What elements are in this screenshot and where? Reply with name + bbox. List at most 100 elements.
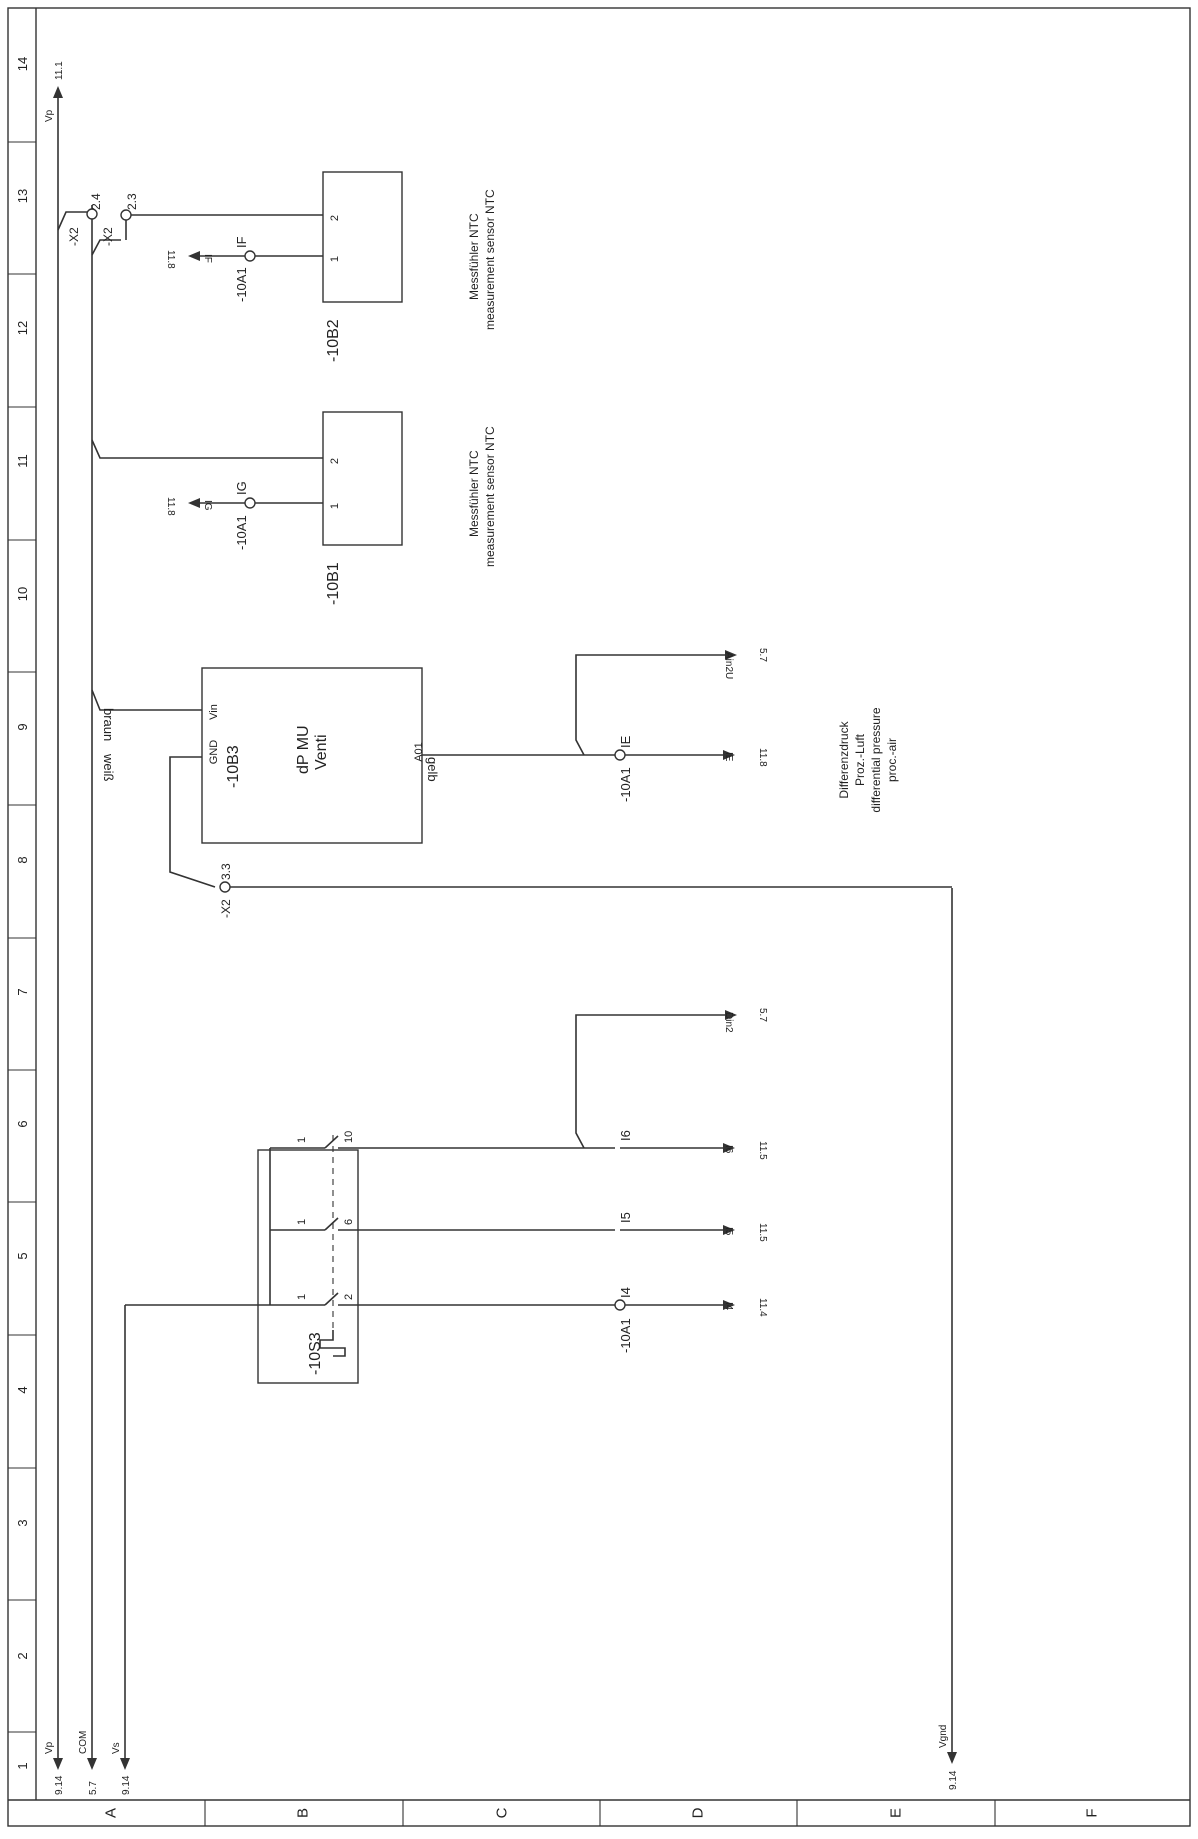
rail-vs-bottom-ref: 9.14: [121, 1775, 132, 1795]
rail-vs-bottom-name: Vs: [111, 1742, 122, 1754]
sensor-10b2-signal-ref: 11.8: [165, 250, 176, 269]
switch-i5-signal: I5: [723, 1227, 734, 1236]
dp-desc-line2: Proz.-Luft: [853, 733, 867, 786]
dp-wire-weiss: weiß: [101, 753, 116, 782]
rail-vgnd-ref: 9.14: [948, 1770, 959, 1790]
terminal-x2-3-3-pin: 3.3: [219, 863, 233, 880]
terminal-x2-2-3-pin: 2.3: [125, 193, 139, 210]
grid-row-e: E: [888, 1808, 905, 1818]
dp-name-line2: Venti: [313, 734, 330, 770]
grid-col-10: 10: [15, 587, 30, 601]
dp-ain2u-signal-ref: 5.7: [757, 648, 768, 662]
sensor-10b1-signal-ref: 11.8: [165, 497, 176, 516]
grid-col-9: 9: [15, 723, 30, 730]
grid-col-13: 13: [15, 189, 30, 203]
switch-din2-signal: Din2: [723, 1012, 734, 1033]
dp-transmitter-10b3: [91, 650, 952, 893]
switch-i6-arrow-icon: [723, 1143, 735, 1153]
grid-col-14: 14: [15, 57, 30, 71]
grid-row-a: A: [103, 1808, 120, 1818]
switch-contact1-in: 1: [296, 1294, 308, 1300]
rail-com-bottom-name: COM: [78, 1731, 89, 1754]
switch-i6-signal: I6: [723, 1145, 734, 1154]
sensor-10b1-desc-line2: measurement sensor NTC: [483, 426, 497, 567]
grid-row-b: B: [295, 1808, 312, 1818]
dp-io-label: IE: [618, 735, 633, 748]
grid-col-6: 6: [15, 1120, 30, 1127]
sensor-10b2-desc-line1: Messfühler NTC: [467, 213, 481, 300]
sensor-10b2-desc-line2: measurement sensor NTC: [483, 189, 497, 330]
sensor-10b2-signal-arrow-icon: [188, 251, 200, 261]
terminal-x2-2-3-tag: -X2: [101, 227, 115, 246]
rail-com-arrow-icon: [87, 1758, 97, 1770]
dp-tag: -10B3: [225, 745, 242, 788]
terminal-x2-2-4: [57, 208, 98, 231]
switch-contact2-in: 1: [296, 1219, 308, 1225]
rail-vp-top-arrow-icon: [53, 86, 63, 98]
rail-vs: [120, 1305, 130, 1770]
grid-row-d: D: [690, 1807, 707, 1818]
switch-contact3-out: 10: [343, 1131, 355, 1143]
rail-vgnd: [947, 888, 957, 1764]
rail-vp: [53, 86, 63, 1770]
grid-col-1: 1: [15, 1762, 30, 1769]
sensor-10b2-io-tag: -10A1: [234, 267, 249, 302]
dp-wire-gelb: gelb: [425, 757, 440, 782]
switch-contact1-out: 2: [343, 1294, 355, 1300]
terminal-x2-3-3-tag: -X2: [219, 899, 233, 918]
rail-vgnd-name: Vgnd: [938, 1725, 949, 1748]
grid-col-4: 4: [15, 1386, 30, 1393]
sensor-10b2-tag: -10B2: [325, 319, 342, 362]
dp-name-line1: dP MU: [295, 725, 312, 774]
sensor-10b1-io-tag: -10A1: [234, 515, 249, 550]
dp-io-tag: -10A1: [618, 767, 633, 802]
switch-contact3-in: 1: [296, 1137, 308, 1143]
sensor-10b1-pin2: 2: [329, 458, 341, 464]
grid-col-12: 12: [15, 321, 30, 335]
rail-vp-bottom-name: Vp: [44, 1741, 55, 1754]
rail-com-bottom-ref: 5.7: [88, 1781, 99, 1795]
switch-i4-arrow-icon: [723, 1300, 735, 1310]
rail-vp-top-ref: 11.1: [54, 61, 65, 80]
switch-io-tag: -10A1: [618, 1318, 633, 1353]
sensor-10b1: [91, 411, 403, 546]
rail-vp-bottom-ref: 9.14: [54, 1775, 65, 1795]
sensor-10b2: [131, 171, 403, 303]
grid-col-2: 2: [15, 1652, 30, 1659]
dp-vin-label: Vin: [208, 704, 220, 720]
switch-i6-label: I6: [618, 1130, 633, 1141]
grid-row-c: C: [494, 1807, 511, 1818]
grid-row-f: F: [1084, 1808, 1101, 1817]
grid-col-11: 11: [15, 454, 30, 468]
switch-tag: -10S3: [307, 1332, 324, 1375]
sensor-10b2-io-label: IF: [234, 236, 249, 248]
switch-i5-label: I5: [618, 1212, 633, 1223]
rail-vp-bottom-arrow-icon: [53, 1758, 63, 1770]
switch-10s3: [125, 1010, 737, 1384]
switch-i4-label: I4: [618, 1287, 633, 1298]
dp-ie-signal-name: IE: [723, 752, 734, 762]
dp-ie-signal-arrow-icon: [723, 750, 735, 760]
rail-vp-top-name: Vp: [44, 109, 55, 122]
dp-desc-line3: differential pressure: [869, 707, 883, 812]
dp-ain2u-signal-name: Ain2U: [723, 652, 734, 679]
grid-col-7: 7: [15, 988, 30, 995]
dp-a01-label: A01: [413, 742, 425, 762]
rail-com: [87, 205, 97, 1770]
switch-i4-ref: 11.4: [757, 1298, 768, 1317]
sensor-10b2-signal-name: IF: [202, 254, 213, 263]
switch-contact2-out: 6: [343, 1219, 355, 1225]
sheet-frame: [7, 7, 1191, 1827]
grid-col-3: 3: [15, 1519, 30, 1526]
sensor-10b2-pin1: 1: [329, 256, 341, 262]
switch-din2-ref: 5.7: [757, 1008, 768, 1022]
switch-i6-ref: 11.5: [757, 1141, 768, 1160]
rail-vs-arrow-icon: [120, 1758, 130, 1770]
switch-i5-ref: 11.5: [757, 1223, 768, 1242]
sensor-10b1-signal-name: IG: [202, 500, 213, 511]
switch-i5-arrow-icon: [723, 1225, 735, 1235]
dp-desc-line4: proc.-air: [885, 738, 899, 782]
dp-gnd-label: GND: [208, 740, 220, 765]
